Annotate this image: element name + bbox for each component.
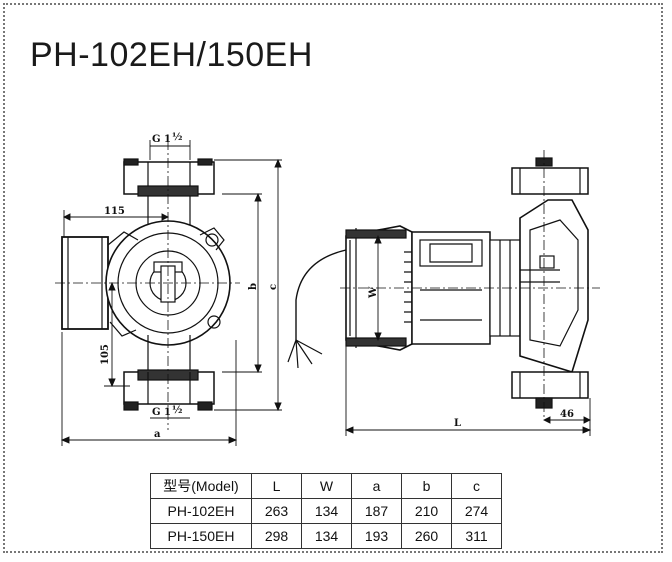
spec-header-row: 型号(Model) L W a b c bbox=[150, 473, 502, 499]
dim-a-label: a bbox=[154, 429, 161, 440]
dim-l-label: L bbox=[454, 418, 461, 429]
front-dimensions bbox=[60, 140, 282, 446]
spec-cell: 134 bbox=[301, 523, 352, 549]
dim-46-label: 46 bbox=[560, 409, 574, 420]
dim-105-label: 105 bbox=[100, 344, 111, 365]
table-row: PH-102EH 263 134 187 210 274 bbox=[150, 498, 502, 524]
spec-header-b: b bbox=[401, 473, 452, 499]
front-view bbox=[55, 140, 240, 430]
spec-cell: PH-150EH bbox=[150, 523, 252, 549]
spec-header-l: L bbox=[251, 473, 302, 499]
g-top-half: ½ bbox=[172, 132, 182, 143]
spec-header-a: a bbox=[351, 473, 402, 499]
spec-cell: 193 bbox=[351, 523, 402, 549]
spec-cell: PH-102EH bbox=[150, 498, 252, 524]
dotted-frame bbox=[3, 3, 663, 553]
dim-c-label: c bbox=[268, 284, 279, 290]
spec-cell: 210 bbox=[401, 498, 452, 524]
spec-table: 型号(Model) L W a b c PH-102EH 263 134 187… bbox=[150, 473, 502, 549]
spec-cell: 311 bbox=[451, 523, 502, 549]
model-title: PH-102EH/150EH bbox=[30, 36, 313, 74]
dim-w-label: W bbox=[368, 286, 379, 299]
g-top-label: G 1 bbox=[152, 134, 171, 145]
spec-cell: 260 bbox=[401, 523, 452, 549]
spec-cell: 187 bbox=[351, 498, 402, 524]
table-row: PH-150EH 298 134 193 260 311 bbox=[150, 523, 502, 549]
side-dimensions bbox=[344, 234, 592, 436]
g-bottom-label: G 1 bbox=[152, 407, 171, 418]
spec-cell: 298 bbox=[251, 523, 302, 549]
g-bottom-half: ½ bbox=[172, 405, 182, 416]
spec-header-c: c bbox=[451, 473, 502, 499]
dim-b-label: b bbox=[248, 283, 259, 290]
spec-cell: 263 bbox=[251, 498, 302, 524]
dim-115-label: 115 bbox=[104, 206, 125, 217]
spec-header-model: 型号(Model) bbox=[150, 473, 252, 499]
spec-cell: 274 bbox=[451, 498, 502, 524]
side-view bbox=[287, 150, 600, 420]
spec-header-w: W bbox=[301, 473, 352, 499]
spec-cell: 134 bbox=[301, 498, 352, 524]
